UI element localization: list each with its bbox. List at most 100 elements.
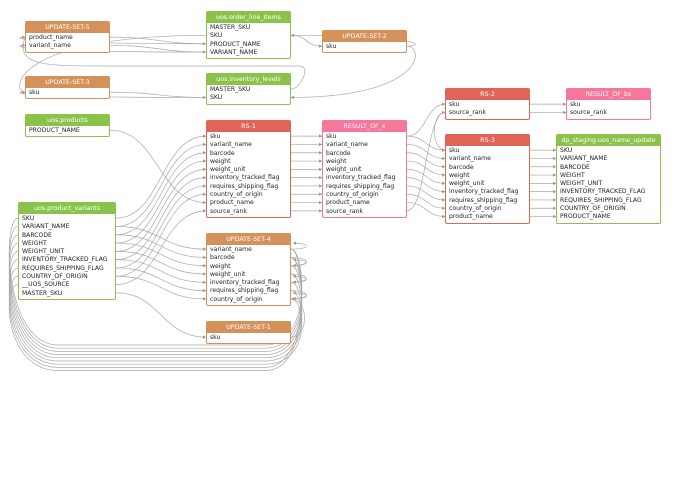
field-row[interactable]: WEIGHT bbox=[22, 239, 47, 247]
lineage-edge bbox=[406, 169, 446, 186]
field-row[interactable]: INVENTORY_TRACKED_FLAG bbox=[22, 256, 108, 264]
field-row[interactable]: VARIANT_NAME bbox=[22, 223, 70, 231]
field-row[interactable]: weight_unit bbox=[210, 270, 246, 278]
field-row[interactable]: weight bbox=[210, 262, 231, 270]
field-row[interactable]: weight_unit bbox=[210, 166, 246, 174]
field-row[interactable]: country_of_origin bbox=[210, 295, 263, 303]
field-row[interactable]: VARIANT_NAME bbox=[560, 155, 608, 163]
field-row[interactable]: country_of_origin bbox=[210, 191, 263, 199]
field-row[interactable]: MASTER_SKU bbox=[22, 289, 63, 297]
field-row[interactable]: SKU bbox=[210, 94, 223, 102]
field-row[interactable]: variant_name bbox=[449, 155, 491, 163]
field-row[interactable]: sku bbox=[326, 43, 337, 50]
lineage-edge bbox=[290, 257, 307, 268]
lineage-edge bbox=[115, 159, 207, 244]
field-row[interactable]: product_name bbox=[449, 213, 493, 221]
field-row[interactable]: BARCODE bbox=[560, 163, 590, 171]
field-row[interactable]: VARIANT_NAME bbox=[210, 48, 258, 56]
field-row[interactable]: REQUIRES_SHIPPING_FLAG bbox=[560, 196, 642, 204]
field-row[interactable]: PRODUCT_NAME bbox=[29, 127, 80, 134]
node-title: RS-1 bbox=[207, 121, 290, 132]
field-row[interactable]: REQUIRES_SHIPPING_FLAG bbox=[22, 264, 104, 272]
field-row[interactable]: barcode bbox=[210, 149, 235, 157]
field-row[interactable]: requires_shipping_flag bbox=[326, 182, 395, 190]
field-row[interactable]: source_rank bbox=[326, 207, 363, 215]
field-row[interactable]: PRODUCT_NAME bbox=[210, 40, 261, 48]
node-title: UPDATE-SET-2 bbox=[323, 31, 406, 42]
field-row[interactable]: sku bbox=[449, 101, 460, 108]
field-row[interactable]: variant_name bbox=[326, 141, 368, 149]
field-row[interactable]: COUNTRY_OF_ORIGIN bbox=[560, 205, 626, 213]
lineage-edge bbox=[290, 273, 307, 284]
field-row[interactable]: source_rank bbox=[570, 109, 607, 117]
field-row[interactable]: inventory_tracked_flag bbox=[326, 174, 396, 182]
field-row[interactable]: country_of_origin bbox=[449, 205, 502, 213]
field-row[interactable]: sku bbox=[326, 133, 337, 140]
field-row[interactable]: COUNTRY_OF_ORIGIN bbox=[22, 273, 88, 281]
field-row[interactable]: sku bbox=[449, 147, 460, 154]
field-row[interactable]: sku bbox=[29, 89, 40, 96]
field-row[interactable]: variant_name bbox=[29, 42, 71, 50]
lineage-edge bbox=[406, 135, 446, 152]
field-row[interactable]: source_rank bbox=[449, 109, 486, 117]
field-row[interactable]: barcode bbox=[210, 254, 235, 262]
field-row[interactable]: variant_name bbox=[210, 141, 252, 149]
field-row[interactable]: product_name bbox=[326, 199, 370, 207]
field-row[interactable]: SKU bbox=[560, 147, 573, 154]
field-row[interactable]: product_name bbox=[29, 34, 73, 41]
lineage-edge bbox=[406, 144, 446, 161]
field-row[interactable]: requires_shipping_flag bbox=[210, 287, 279, 295]
lineage-edge bbox=[290, 258, 307, 267]
field-row[interactable]: inventory_tracked_flag bbox=[210, 174, 280, 182]
field-row[interactable]: PRODUCT_NAME bbox=[560, 213, 611, 221]
field-row[interactable]: barcode bbox=[449, 163, 474, 171]
lineage-edge bbox=[115, 209, 207, 285]
field-row[interactable]: WEIGHT bbox=[560, 171, 585, 179]
field-row[interactable]: MASTER_SKU bbox=[210, 24, 251, 31]
field-row[interactable]: WEIGHT_UNIT bbox=[560, 180, 603, 188]
field-row[interactable]: SKU bbox=[210, 32, 223, 40]
field-row[interactable]: weight bbox=[326, 157, 347, 165]
field-row[interactable]: country_of_origin bbox=[326, 191, 379, 199]
field-row[interactable]: inventory_tracked_flag bbox=[449, 188, 519, 196]
lineage-edge bbox=[434, 112, 446, 152]
field-row[interactable]: weight bbox=[449, 171, 470, 179]
field-row[interactable]: inventory_tracked_flag bbox=[210, 279, 280, 287]
field-row[interactable]: WEIGHT_UNIT bbox=[22, 248, 65, 256]
field-row[interactable]: __UOS_SOURCE bbox=[22, 281, 70, 289]
field-row[interactable]: weight_unit bbox=[326, 166, 362, 174]
field-row[interactable]: sku bbox=[210, 334, 221, 341]
field-row[interactable]: product_name bbox=[210, 199, 254, 207]
field-row[interactable]: requires_shipping_flag bbox=[449, 196, 518, 204]
node-title: uos.inventory_levels bbox=[207, 74, 290, 85]
field-row[interactable]: requires_shipping_flag bbox=[210, 182, 279, 190]
field-row[interactable]: INVENTORY_TRACKED_FLAG bbox=[560, 188, 646, 196]
field-row[interactable]: weight bbox=[210, 157, 231, 165]
field-row[interactable]: BARCODE bbox=[22, 231, 52, 239]
lineage-edge bbox=[406, 160, 446, 177]
field-row[interactable]: barcode bbox=[326, 149, 351, 157]
field-row[interactable]: SKU bbox=[22, 215, 35, 222]
lineage-edge bbox=[115, 259, 207, 285]
field-row[interactable]: sku bbox=[570, 101, 581, 108]
field-row[interactable]: MASTER_SKU bbox=[210, 86, 251, 93]
field-row[interactable]: weight_unit bbox=[449, 180, 485, 188]
field-row[interactable]: variant_name bbox=[210, 246, 252, 253]
field-row[interactable]: sku bbox=[210, 133, 221, 140]
field-row[interactable]: source_rank bbox=[210, 207, 247, 215]
